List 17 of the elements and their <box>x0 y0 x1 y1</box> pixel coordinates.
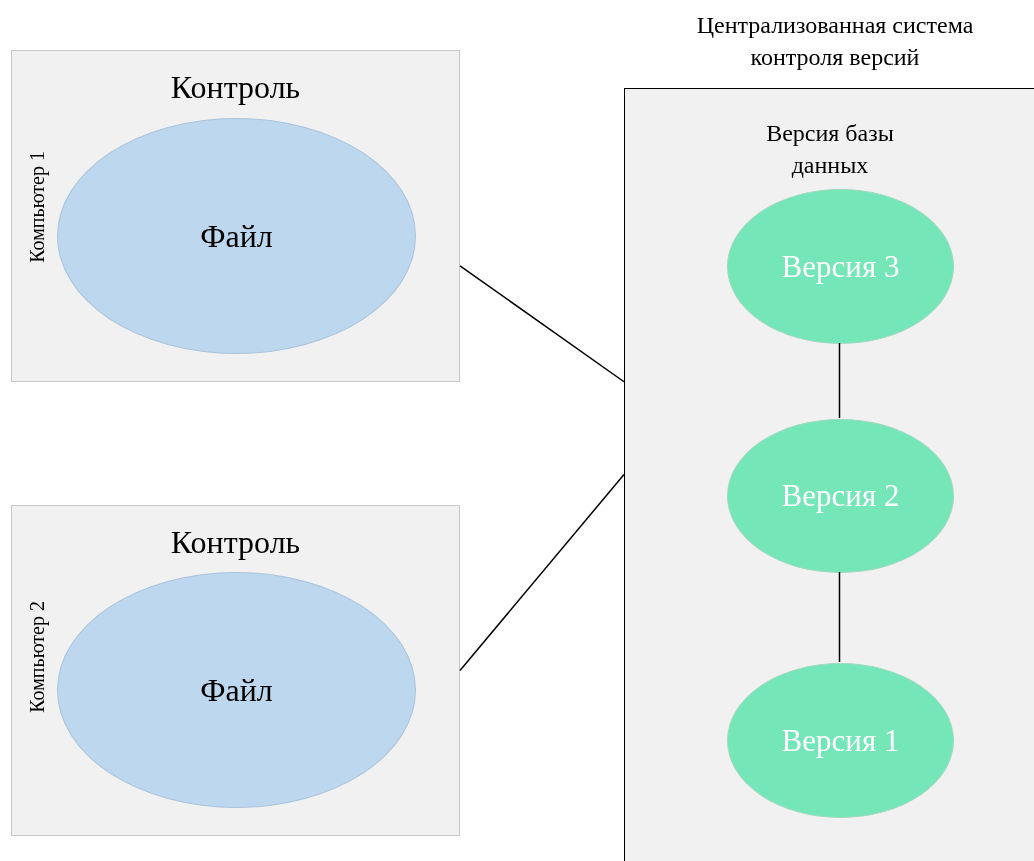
connector-line <box>459 473 625 672</box>
connector-line <box>838 571 841 663</box>
computer-panel <box>11 505 460 836</box>
ellipse-label: Файл <box>200 217 273 255</box>
computer-panel <box>11 50 460 382</box>
side-label: Компьютер 1 <box>26 151 49 263</box>
connector-line <box>838 342 841 419</box>
panel-title: Контроль <box>169 69 302 106</box>
panel-subtitle: Версия базы данных <box>765 119 895 180</box>
panel-heading: Централизованная система контроля версий <box>695 11 975 72</box>
ellipse-label: Версия 2 <box>781 478 900 514</box>
side-label: Компьютер 2 <box>26 601 49 713</box>
ellipse-label: Версия 3 <box>781 248 900 285</box>
connector-line <box>459 265 625 383</box>
panel-title: Контроль <box>169 524 302 561</box>
ellipse-label: Файл <box>200 671 273 709</box>
ellipse-label: Версия 1 <box>781 722 900 759</box>
